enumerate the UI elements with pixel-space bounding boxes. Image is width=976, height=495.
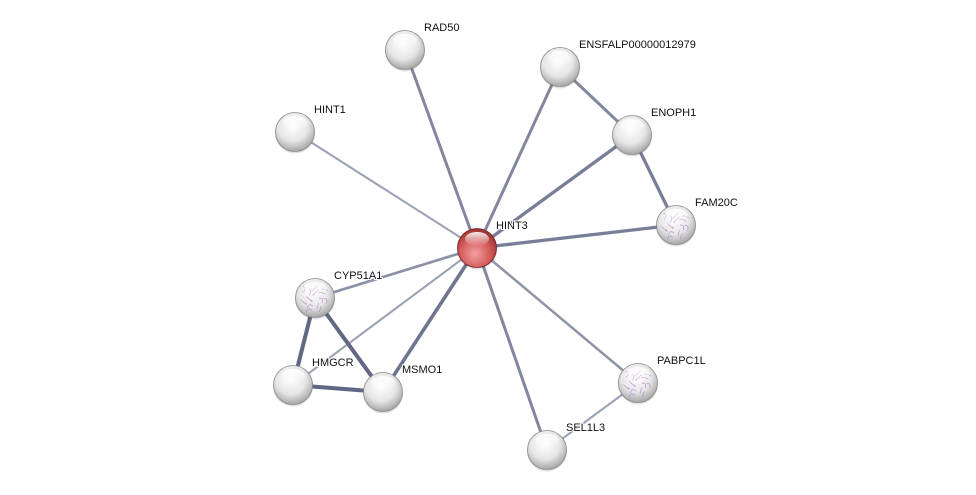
node-highlight [664,209,688,223]
node-highlight [371,376,395,390]
node-label: PABPC1L [657,355,706,367]
node-enoph1[interactable]: ENOPH1 [612,106,697,157]
node-highlight [281,369,305,383]
node-label: MSMO1 [402,364,442,376]
node-hmgcr[interactable]: HMGCR [273,356,355,407]
node-label: HINT3 [496,220,528,232]
edge-hint3-rad50[interactable] [403,49,479,249]
node-label: ENOPH1 [651,107,696,119]
node-cyp51a1[interactable]: CYP51A1 [295,269,383,320]
node-rad50[interactable]: RAD50 [385,21,460,72]
node-highlight [626,367,650,381]
node-hint1[interactable]: HINT1 [275,103,347,154]
node-highlight [283,116,307,130]
edge-hint3-fam20c[interactable] [476,223,677,250]
edge-hint3-hmgcr[interactable] [292,247,478,386]
node-highlight [535,434,559,448]
node-highlight [393,34,417,48]
node-label: CYP51A1 [334,270,382,282]
node-pabpc1l[interactable]: PABPC1L [618,354,707,405]
edge-hint3-pabpc1l[interactable] [476,247,639,384]
node-label: HMGCR [312,357,354,369]
node-ensfalp00000012979[interactable]: ENSFALP00000012979 [540,38,697,89]
node-highlight [303,282,327,296]
node-hint3[interactable]: HINT3 [457,219,529,270]
edge-hint3-cyp51a1[interactable] [314,246,478,300]
node-label: RAD50 [424,22,459,34]
node-sel1l3[interactable]: SEL1L3 [527,421,606,472]
node-label: ENSFALP00000012979 [579,39,696,51]
edge-hint3-sel1l3[interactable] [475,247,549,451]
node-fam20c[interactable]: FAM20C [656,196,739,247]
node-highlight [548,51,572,65]
edge-hint3-hint1[interactable] [294,131,478,249]
edge-hint3-enoph1[interactable] [476,133,633,250]
node-label: FAM20C [695,197,738,209]
node-label: HINT1 [314,104,346,116]
node-msmo1[interactable]: MSMO1 [363,363,443,414]
node-highlight [465,232,489,246]
edge-hint3-msmo1[interactable] [381,247,479,393]
node-highlight [620,119,644,133]
node-label: SEL1L3 [566,422,605,434]
edge-hint3-ensfalp00000012979[interactable] [475,66,562,249]
